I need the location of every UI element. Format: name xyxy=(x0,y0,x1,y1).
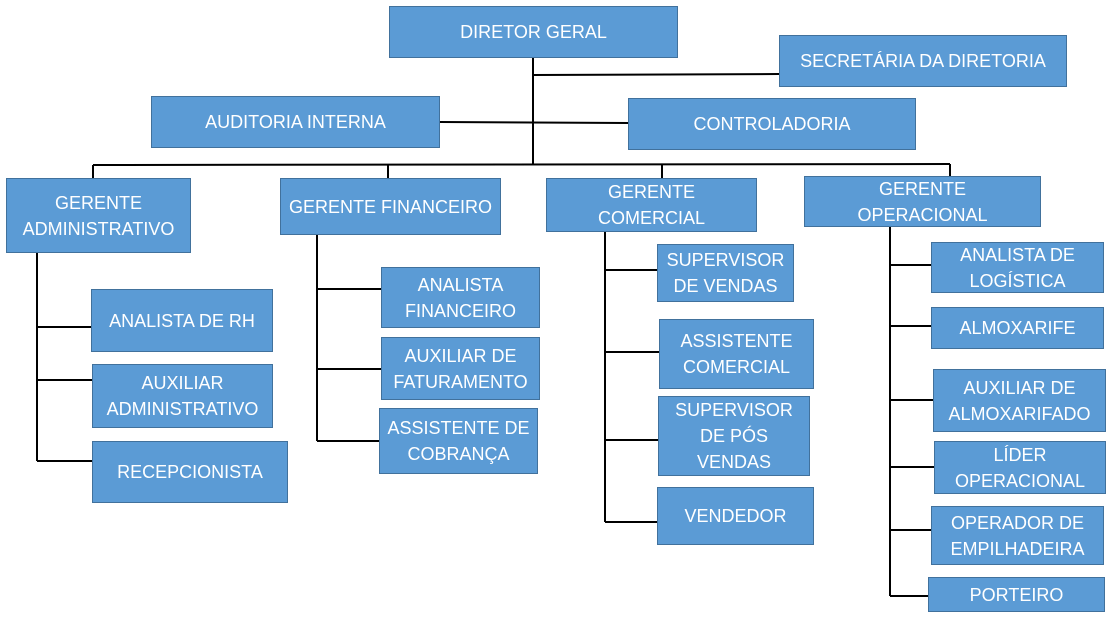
staff-box: SUPERVISOR DE VENDAS xyxy=(657,244,794,302)
staff-box: OPERADOR DE EMPILHADEIRA xyxy=(931,506,1104,565)
staff-box: PORTEIRO xyxy=(928,577,1105,612)
manager-administrative-box: GERENTE ADMINISTRATIVO xyxy=(6,178,191,253)
staff-box: ASSISTENTE DE COBRANÇA xyxy=(379,408,538,474)
controllership-box: CONTROLADORIA xyxy=(628,98,916,150)
staff-box: ANALISTA DE LOGÍSTICA xyxy=(931,242,1104,293)
staff-box: AUXILIAR ADMINISTRATIVO xyxy=(92,364,273,428)
secretary-box: SECRETÁRIA DA DIRETORIA xyxy=(779,35,1067,87)
internal-audit-box: AUDITORIA INTERNA xyxy=(151,96,440,148)
staff-box: SUPERVISOR DE PÓS VENDAS xyxy=(658,396,810,476)
staff-box: ASSISTENTE COMERCIAL xyxy=(659,319,814,389)
staff-box: ALMOXARIFE xyxy=(931,307,1104,349)
staff-box: RECEPCIONISTA xyxy=(92,441,288,503)
staff-box: AUXILIAR DE FATURAMENTO xyxy=(381,337,540,400)
manager-commercial-box: GERENTE COMERCIAL xyxy=(546,178,757,232)
staff-box: ANALISTA FINANCEIRO xyxy=(381,267,540,328)
staff-box: VENDEDOR xyxy=(657,487,814,545)
staff-box: AUXILIAR DE ALMOXARIFADO xyxy=(933,369,1106,432)
manager-operational-box: GERENTE OPERACIONAL xyxy=(804,176,1041,227)
director-box: DIRETOR GERAL xyxy=(389,6,678,58)
manager-financial-box: GERENTE FINANCEIRO xyxy=(280,178,501,235)
staff-box: LÍDER OPERACIONAL xyxy=(934,441,1106,494)
staff-box: ANALISTA DE RH xyxy=(91,289,273,352)
